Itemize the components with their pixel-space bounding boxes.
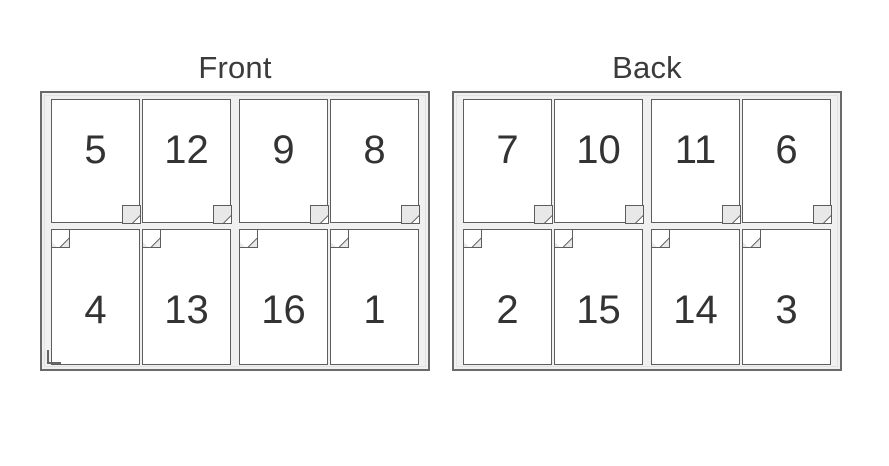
folded-corner-icon (50, 228, 70, 248)
page-number: 1 (363, 288, 386, 332)
page-cell[interactable]: 9 (239, 99, 329, 224)
page-cell[interactable]: 14 (650, 228, 740, 365)
page-cell[interactable]: 4 (50, 228, 140, 365)
page-number: 9 (272, 128, 295, 172)
page-pair: 9 8 (239, 99, 420, 224)
page-pair: 5 12 (51, 99, 232, 224)
page-cell[interactable]: 2 (462, 228, 552, 365)
sheet-panel-front: Front 5 12 9 (40, 45, 430, 371)
sheet-panel-back: Back 7 10 11 (452, 45, 842, 371)
page-cell[interactable]: 5 (51, 99, 141, 224)
sheet-back[interactable]: 7 10 11 6 (452, 91, 842, 371)
folded-corner-icon (141, 228, 161, 248)
page-number: 12 (164, 128, 209, 172)
folded-corner-icon (309, 204, 329, 224)
page-row-back-bottom: 2 15 14 3 (462, 228, 835, 365)
page-number: 4 (84, 288, 107, 332)
panel-title-front: Front (198, 50, 272, 85)
sheet-front[interactable]: 5 12 9 8 (40, 91, 430, 371)
page-cell[interactable]: 3 (741, 228, 831, 365)
folded-corner-icon (812, 204, 832, 224)
page-number: 5 (84, 128, 107, 172)
page-row-back-top: 7 10 11 6 (463, 99, 835, 224)
page-pair: 14 3 (650, 228, 831, 365)
folded-corner-icon (329, 228, 349, 248)
page-pair: 16 1 (238, 228, 419, 365)
page-cell[interactable]: 8 (330, 99, 420, 224)
page-cell[interactable]: 13 (141, 228, 231, 365)
folded-corner-icon (721, 204, 741, 224)
page-cell[interactable]: 7 (463, 99, 553, 224)
page-number: 15 (576, 288, 621, 332)
page-cell[interactable]: 11 (651, 99, 741, 224)
page-cell[interactable]: 10 (554, 99, 644, 224)
page-number: 10 (576, 128, 621, 172)
folded-corner-icon (650, 228, 670, 248)
folded-corner-icon (533, 204, 553, 224)
panel-title-back: Back (612, 50, 682, 85)
page-number: 14 (673, 288, 718, 332)
page-number: 11 (674, 128, 717, 172)
page-cell[interactable]: 12 (142, 99, 232, 224)
page-cell[interactable]: 15 (553, 228, 643, 365)
folded-corner-icon (121, 204, 141, 224)
page-cell[interactable]: 6 (742, 99, 832, 224)
page-pair: 7 10 (463, 99, 644, 224)
folded-corner-icon (238, 228, 258, 248)
folded-corner-icon (212, 204, 232, 224)
page-row-front-top: 5 12 9 8 (51, 99, 423, 224)
page-pair: 2 15 (462, 228, 643, 365)
page-row-front-bottom: 4 13 16 1 (50, 228, 423, 365)
folded-corner-icon (400, 204, 420, 224)
page-number: 16 (261, 288, 306, 332)
page-number: 3 (775, 288, 798, 332)
folded-corner-icon (462, 228, 482, 248)
folded-corner-icon (553, 228, 573, 248)
page-pair: 11 6 (651, 99, 832, 224)
page-number: 7 (496, 128, 519, 172)
page-pair: 4 13 (50, 228, 231, 365)
page-number: 13 (164, 288, 209, 332)
folded-corner-icon (741, 228, 761, 248)
page-number: 2 (496, 288, 519, 332)
folded-corner-icon (624, 204, 644, 224)
page-cell[interactable]: 16 (238, 228, 328, 365)
corner-registration-mark-icon (47, 350, 61, 364)
page-number: 8 (363, 128, 386, 172)
page-number: 6 (775, 128, 798, 172)
page-cell[interactable]: 1 (329, 228, 419, 365)
